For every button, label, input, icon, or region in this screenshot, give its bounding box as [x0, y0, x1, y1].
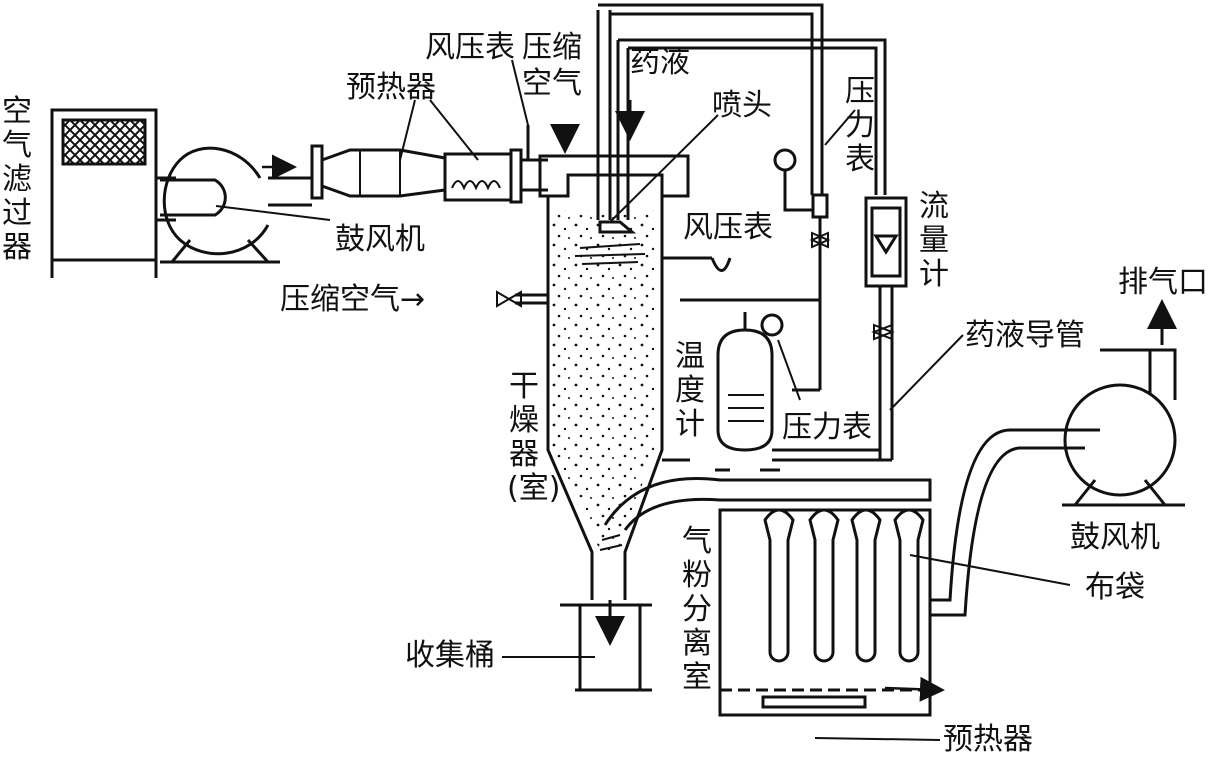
label-air-pressure-gauge-top: 风压表 [425, 30, 515, 65]
label-drug-pipe: 药液导管 [965, 318, 1085, 353]
inlet-duct [310, 124, 580, 204]
label-dryer: 干燥器(室) [507, 369, 561, 506]
drying-chamber [496, 154, 732, 607]
bag-separator [603, 428, 1100, 717]
label-air-filter: 空气滤过器 [2, 94, 32, 265]
label-blower-left: 鼓风机 [335, 222, 425, 257]
label-compressed-air-top: 压缩空气 [522, 30, 582, 101]
air-filter [50, 108, 176, 278]
label-air-pressure-gauge-mid: 风压表 [683, 210, 773, 245]
label-preheater-top: 预热器 [346, 70, 436, 105]
label-cloth-bag: 布袋 [1085, 570, 1145, 605]
drug-tank [715, 300, 892, 472]
label-exhaust: 排气口 [1118, 265, 1208, 300]
cloth-bags [763, 508, 925, 663]
label-blower-right: 鼓风机 [1070, 520, 1160, 555]
label-pressure-gauge-tank: 压力表 [782, 410, 872, 445]
label-preheater-bottom: 预热器 [943, 722, 1033, 757]
label-nozzle: 喷头 [712, 88, 772, 123]
collection-bucket [575, 600, 652, 692]
label-separator: 气粉分离室 [682, 524, 712, 695]
label-thermometer: 温度计 [675, 339, 705, 442]
flowmeter [864, 196, 908, 460]
blower-left [160, 146, 312, 264]
label-flowmeter: 流量计 [919, 189, 949, 292]
label-collection-bucket: 收集桶 [405, 638, 495, 673]
leader-lines [215, 59, 1071, 741]
label-pressure-gauge-right: 压力表 [845, 74, 875, 177]
nozzle-assembly [574, 3, 887, 302]
label-compressed-air-left: 压缩空气→ [280, 282, 426, 317]
blower-right [1062, 299, 1185, 507]
label-liquid-drug: 药液 [630, 45, 690, 80]
